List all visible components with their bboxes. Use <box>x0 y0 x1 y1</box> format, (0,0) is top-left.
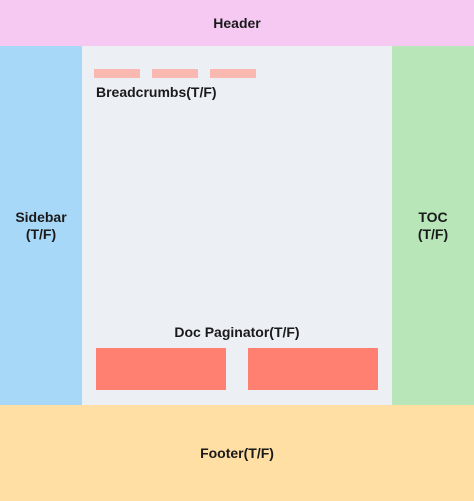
main-content-region: Breadcrumbs(T/F) Doc Paginator(T/F) <box>82 46 392 405</box>
sidebar-label: Sidebar <box>15 208 67 225</box>
footer-region: Footer(T/F) <box>0 405 474 501</box>
header-region: Header <box>0 0 474 46</box>
toc-region: TOC (T/F) <box>392 46 474 405</box>
sidebar-region: Sidebar (T/F) <box>0 46 82 405</box>
breadcrumbs-label: Breadcrumbs(T/F) <box>96 84 217 100</box>
doc-paginator-label: Doc Paginator(T/F) <box>174 324 300 340</box>
toc-toggle-label: (T/F) <box>417 225 449 242</box>
sidebar-toggle-label: (T/F) <box>25 225 57 242</box>
header-label: Header <box>213 14 261 31</box>
toc-label: TOC <box>418 208 448 225</box>
paginator-next-button <box>248 348 378 390</box>
breadcrumb-item <box>210 69 256 78</box>
breadcrumb-item <box>152 69 198 78</box>
paginator-previous-button <box>96 348 226 390</box>
breadcrumb-item <box>94 69 140 78</box>
footer-label: Footer(T/F) <box>200 444 274 461</box>
